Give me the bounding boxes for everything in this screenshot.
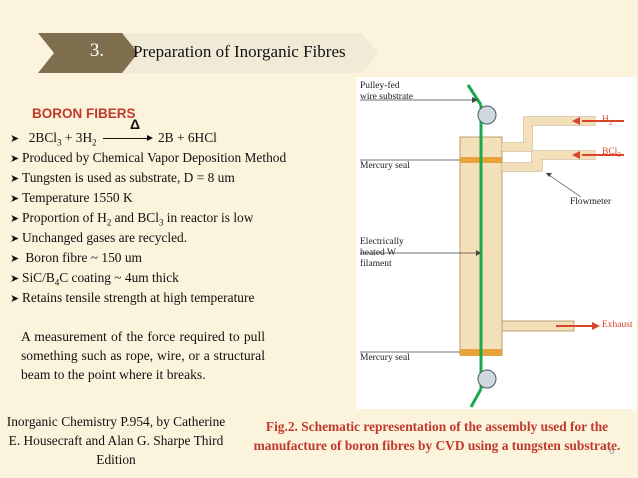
bullet-arrow-icon: ➤ [10,153,20,165]
boron-fibers-heading: BORON FIBERS [32,106,136,121]
mercury-seal-bottom-label: Mercury seal [360,353,410,363]
bullet-arrow-icon: ➤ [10,293,20,305]
bullet-item-proportion: ➤Proportion of H2 and BCl3 in reactor is… [10,210,254,228]
figure-caption: Fig.2. Schematic representation of the a… [253,419,621,453]
boron-bullet-list: ➤ Δ 2BCl3 + 3H2 2B + 6HCl ➤Produced by C… [10,116,348,308]
section-banner [38,33,378,73]
bullet-item-coating: ➤SiC/B4C coating ~ 4um thick [10,270,179,288]
bullet-arrow-icon: ➤ [10,253,20,265]
bullet-arrow-icon: ➤ [10,133,20,145]
reference-citation: Inorganic Chemistry P.954, by Catherine … [6,414,226,467]
bullet-arrow-icon: ➤ [10,213,20,225]
bcl3-label: BCl3 [602,147,621,159]
reaction-arrow-icon [102,135,153,142]
bullet-arrow-icon: ➤ [10,233,20,245]
bullet-item: ➤Temperature 1550 K [10,188,348,208]
bullet-item: ➤Tungsten is used as substrate, D = 8 um [10,168,348,188]
reaction-reactants: 2BCl3 + 3H2 [25,130,97,148]
section-number: 3. [89,40,105,61]
bullet-arrow-icon: ➤ [10,273,20,285]
cvd-schematic-figure: Pulley-fed wire substrate H2 BCl3 Mercur… [356,77,636,409]
bullet-item: ➤ Boron fibre ~ 150 um [10,248,348,268]
bullet-arrow-icon: ➤ [10,173,20,185]
bullet-arrow-icon: ➤ [10,193,20,205]
mercury-seal-top-label: Mercury seal [360,161,410,171]
bullet-item: ➤Retains tensile strength at high temper… [10,288,348,308]
pulley-bottom [477,369,497,389]
heated-filament-label: Electrically heated W filament [360,237,404,269]
bullet-item: ➤Produced by Chemical Vapor Deposition M… [10,148,348,168]
cvd-schematic-drawing [360,84,624,408]
page-number: 6 [609,446,615,457]
h2-label: H2 [602,115,613,127]
reaction-products: 2B + 6HCl [154,130,217,145]
delta-heat-symbol: Δ [130,116,141,132]
tensile-strength-note: A measurement of the force required to p… [21,329,265,382]
reaction-equation: ➤ Δ 2BCl3 + 3H2 2B + 6HCl [10,116,348,148]
bullet-item: ➤Unchanged gases are recycled. [10,228,348,248]
pulley-label: Pulley-fed wire substrate [360,81,414,102]
pulley-top [477,105,497,125]
section-title: Preparation of Inorganic Fibres [133,42,346,61]
exhaust-label: Exhaust [602,320,633,330]
flowmeter-label: Flowmeter [570,197,612,207]
